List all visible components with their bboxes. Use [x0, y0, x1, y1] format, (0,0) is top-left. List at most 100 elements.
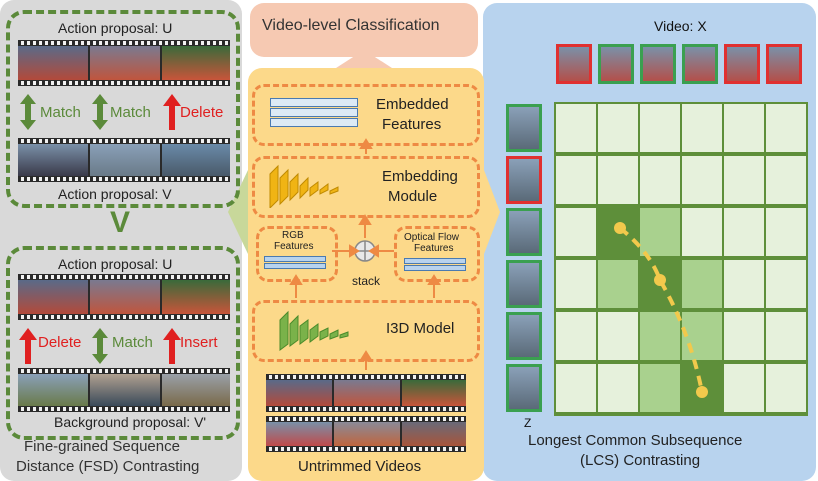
up-arrow-to-classification — [336, 50, 392, 68]
flow-label-2: Features — [414, 243, 454, 254]
box2-op-match: Match — [112, 334, 153, 351]
lcs-cell — [598, 260, 638, 308]
lcs-cell — [640, 312, 680, 360]
filmstrip-background — [18, 368, 230, 412]
lcs-cell — [556, 208, 596, 256]
video-x-frame — [682, 44, 718, 84]
fsd-box-match — [6, 10, 240, 208]
lcs-cell — [598, 312, 638, 360]
lcs-cell — [766, 208, 806, 256]
lcs-cell — [682, 156, 722, 204]
lcs-cell — [556, 364, 596, 412]
lcs-cell — [682, 260, 722, 308]
box1-op-match-1: Match — [40, 104, 81, 121]
untrimmed-label: Untrimmed Videos — [298, 458, 422, 475]
lcs-caption-line1: Longest Common Subsequence — [528, 432, 743, 449]
right-pointer-arrow — [484, 170, 500, 254]
video-z-frame — [506, 260, 542, 308]
stack-label: stack — [352, 274, 381, 288]
box2-op-delete: Delete — [38, 334, 82, 351]
delete-arrow-icon — [19, 328, 37, 364]
lcs-cell — [724, 364, 764, 412]
box2-op-insert: Insert — [180, 334, 218, 351]
lcs-cell — [682, 104, 722, 152]
filmstrip-v — [18, 138, 230, 182]
video-z-frame — [506, 312, 542, 360]
fsd-caption-line2: Distance (FSD) Contrasting — [16, 458, 200, 475]
lcs-cell — [766, 156, 806, 204]
box1-top-label: Action proposal: U — [58, 20, 173, 36]
classification-box — [250, 3, 478, 57]
flow-label-1: Optical Flow — [404, 232, 460, 243]
lcs-cell — [640, 208, 680, 256]
lcs-caption-line2: (LCS) Contrasting — [580, 452, 701, 469]
classification-label: Video-level Classification — [262, 17, 440, 34]
rgb-label-2: Features — [274, 241, 314, 252]
lcs-cell — [724, 260, 764, 308]
video-z-frame — [506, 156, 542, 204]
lcs-cell — [556, 260, 596, 308]
i3d-label: I3D Model — [386, 320, 455, 337]
fsd-caption-line1: Fine-grained Sequence — [24, 438, 180, 455]
greater-than-symbol: V — [110, 206, 131, 239]
lcs-cell — [724, 156, 764, 204]
insert-arrow-icon — [163, 328, 181, 364]
path-point — [696, 386, 708, 398]
box1-bottom-label: Action proposal: V — [58, 186, 172, 202]
embedding-module-blocks-icon — [269, 164, 339, 208]
lcs-grid — [554, 102, 808, 416]
match-arrow-icon — [92, 94, 108, 130]
path-point — [654, 274, 666, 286]
video-x-frame — [598, 44, 634, 84]
embedding-label-2: Module — [388, 188, 438, 205]
lcs-cell — [724, 312, 764, 360]
filmstrip-u2 — [18, 274, 230, 320]
path-point — [614, 222, 626, 234]
lcs-cell — [766, 364, 806, 412]
box2-bottom-label: Background proposal: V' — [54, 414, 207, 430]
video-z-frame — [506, 208, 542, 256]
lcs-cell — [682, 208, 722, 256]
filmstrip-u — [18, 40, 230, 86]
lcs-cell — [766, 260, 806, 308]
untrimmed-filmstrip-1 — [266, 374, 466, 412]
match-arrow-icon — [20, 94, 36, 130]
rgb-label-1: RGB — [282, 230, 304, 241]
box1-op-match-2: Match — [110, 104, 151, 121]
box1-ops-arrows — [20, 94, 181, 130]
fsd-box-background — [6, 246, 240, 440]
lcs-cell — [766, 104, 806, 152]
untrimmed-filmstrip-2 — [266, 416, 466, 452]
delete-arrow-icon — [163, 94, 181, 130]
lcs-cell — [556, 312, 596, 360]
video-z-frame — [506, 104, 542, 152]
lcs-path — [614, 222, 708, 398]
pipeline-panel — [248, 68, 484, 481]
lcs-cell — [556, 104, 596, 152]
box1-op-delete: Delete — [180, 104, 224, 121]
embedding-label-1: Embedding — [382, 168, 458, 185]
lcs-cell — [598, 104, 638, 152]
lcs-cell — [682, 312, 722, 360]
video-x-label: Video: X — [654, 18, 707, 34]
left-pointer-arrow — [228, 170, 248, 254]
lcs-cell — [724, 208, 764, 256]
video-x-frame — [556, 44, 592, 84]
video-x-frame — [640, 44, 676, 84]
lcs-cell — [640, 156, 680, 204]
lcs-cell — [724, 104, 764, 152]
lcs-cell — [640, 104, 680, 152]
lcs-cell — [598, 364, 638, 412]
box2-ops-arrows — [19, 328, 181, 364]
video-x-frame — [766, 44, 802, 84]
embedded-label-2: Features — [382, 116, 442, 133]
lcs-cell — [598, 156, 638, 204]
lcs-cell — [766, 312, 806, 360]
video-z-frame — [506, 364, 542, 412]
lcs-cell — [556, 156, 596, 204]
i3d-blocks-icon — [279, 310, 349, 351]
embedded-label-1: Embedded — [376, 96, 449, 113]
lcs-cell — [640, 364, 680, 412]
